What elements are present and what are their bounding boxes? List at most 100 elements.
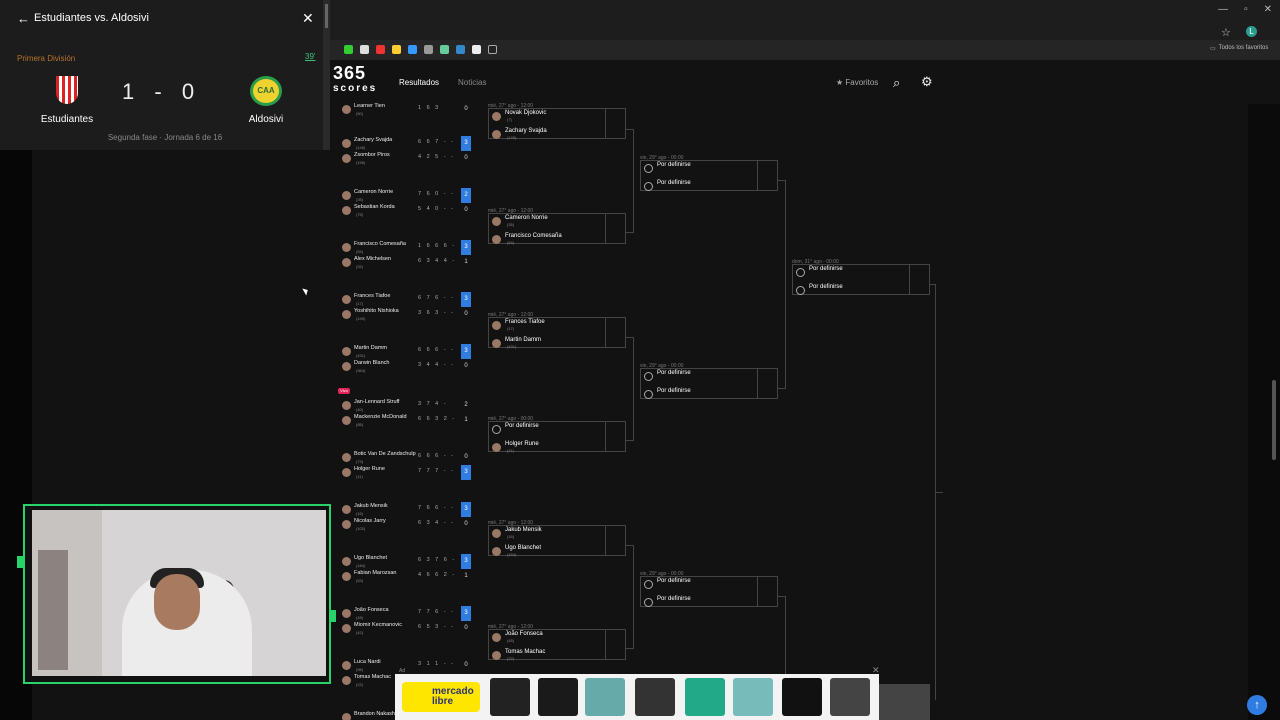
search-icon[interactable]: ⌕: [893, 75, 901, 90]
player-avatar: [342, 416, 351, 425]
bookmark-icon-1[interactable]: [344, 45, 353, 54]
home-team[interactable]: Estudiantes: [40, 114, 94, 125]
player-row[interactable]: Alex Michelsen(32)6 3 4 4 -1: [336, 255, 474, 270]
nav-news[interactable]: Noticias: [458, 78, 487, 87]
player-rank: (54): [356, 249, 364, 254]
player-row[interactable]: Brandon Nakashima: [336, 710, 474, 720]
ad-product[interactable]: [782, 678, 822, 716]
player-row[interactable]: Nicolas Jarry(102)6 3 4 - -0: [336, 517, 474, 532]
site-logo[interactable]: 365 scores: [333, 64, 385, 96]
nav-results[interactable]: Resultados: [399, 78, 440, 87]
maximize-icon[interactable]: ▫: [1244, 4, 1248, 15]
bookmark-star-icon[interactable]: ☆: [1221, 27, 1231, 39]
back-arrow-icon[interactable]: ←: [17, 11, 30, 26]
ad-logo[interactable]: mercado libre: [402, 682, 480, 712]
bracket-connector: [626, 440, 634, 441]
profile-avatar[interactable]: L: [1246, 26, 1257, 37]
player-name: Por definirse: [657, 370, 691, 376]
player-row[interactable]: Zsombor Piros(156)4 2 5 - -0: [336, 151, 474, 166]
player-row[interactable]: Holger Rune(11)7 7 7 - -3: [336, 465, 474, 480]
player-avatar: [342, 401, 351, 410]
ad-product[interactable]: [733, 678, 773, 716]
league-name[interactable]: Primera División: [17, 54, 76, 63]
player-row[interactable]: João Fonseca(45)7 7 6 - -3: [336, 606, 474, 621]
bookmark-icon-6[interactable]: [424, 45, 433, 54]
player-row[interactable]: Cameron Norrie(35)7 6 0 - -2: [336, 188, 474, 203]
player-row[interactable]: Miomir Kecmanovic(42)6 5 3 - -0: [336, 621, 474, 636]
minimize-icon[interactable]: —: [1218, 4, 1229, 15]
bookmark-icon-5[interactable]: [408, 45, 417, 54]
close-icon[interactable]: ✕: [302, 10, 314, 26]
ad-product[interactable]: [685, 678, 725, 716]
player-row[interactable]: Fabian Marozsan(53)4 6 6 2 -1: [336, 569, 474, 584]
player-row[interactable]: Tomas Machac(22): [336, 673, 474, 688]
ad-product[interactable]: [635, 678, 675, 716]
player-rank: (16): [507, 534, 515, 539]
away-team[interactable]: Aldosivi: [248, 114, 284, 125]
player-row[interactable]: Luca Nardi(96)3 1 1 - -0: [336, 658, 474, 673]
player-row[interactable]: Jan-Lennard Struff(40)3 7 4 -2: [336, 398, 474, 413]
ad-close-icon[interactable]: ✕: [872, 665, 880, 675]
bookmark-icon-8[interactable]: [456, 45, 465, 54]
player-row[interactable]: [336, 117, 474, 132]
bookmark-icon-3[interactable]: [376, 45, 385, 54]
ad-product[interactable]: [585, 678, 625, 716]
player-row[interactable]: Zachary Svajda(146)6 6 7 - -3: [336, 136, 474, 151]
gear-icon[interactable]: ⚙: [921, 74, 933, 89]
bookmark-icon-9[interactable]: [472, 45, 481, 54]
player-avatar: [342, 609, 351, 618]
arrow-up-icon[interactable]: ↑: [1247, 695, 1267, 715]
player-row[interactable]: Darwin Blanch(364)3 4 4 - -0: [336, 359, 474, 374]
player-row[interactable]: Botic Van De Zandschulp(73)6 6 6 - -0: [336, 450, 474, 465]
bookmark-icon-10[interactable]: [488, 45, 497, 54]
ad-product[interactable]: [830, 678, 870, 716]
player-row[interactable]: Ugo Blanchet(184)6 3 7 6 -3: [336, 554, 474, 569]
player-name: Mackenzie McDonald: [354, 414, 407, 420]
set-scores: 3 7 4 -: [418, 401, 448, 407]
window-close-icon[interactable]: ✕: [1263, 4, 1272, 15]
round1-match[interactable]: Brandon Nakashima: [336, 710, 474, 720]
player-row[interactable]: Yoshihito Nishioka(149)3 6 3 - -0: [336, 307, 474, 322]
logo-bottom: scores: [333, 83, 378, 94]
bookmark-icon-4[interactable]: [392, 45, 401, 54]
ad-product[interactable]: [538, 678, 578, 716]
player-row[interactable]: Jakub Mensik(16)7 6 6 - -3: [336, 502, 474, 517]
ad-product[interactable]: [490, 678, 530, 716]
bookmark-icon-7[interactable]: [440, 45, 449, 54]
all-bookmarks[interactable]: ▭ Todos los favoritos: [1210, 45, 1268, 52]
player-row[interactable]: Mackenzie McDonald(85)6 6 3 2 -1: [336, 413, 474, 428]
player-row[interactable]: Francisco Comesaña(54)1 6 6 6 -3: [336, 240, 474, 255]
player-row[interactable]: Sebastian Korda(75)5 4 0 - -0: [336, 203, 474, 218]
tbd-shield-icon: [644, 182, 653, 191]
overlay-scrollbar[interactable]: [323, 0, 330, 150]
player-row[interactable]: Frances Tiafoe(17)6 7 6 - -3: [336, 292, 474, 307]
player-rank: (146): [356, 145, 366, 150]
nav-favorites[interactable]: ★ Favoritos: [836, 78, 879, 87]
player-row[interactable]: Martin Damm(431)6 6 6 - -3: [336, 344, 474, 359]
bookmark-icon-2[interactable]: [360, 45, 369, 54]
page-scrollbar[interactable]: [1272, 380, 1276, 460]
